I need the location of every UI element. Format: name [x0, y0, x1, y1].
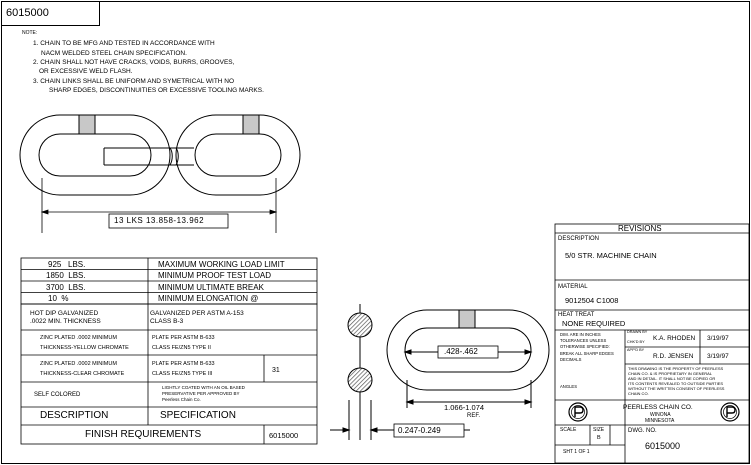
load-value: 3700 LBS.	[46, 283, 86, 292]
notes-heading: NOTE:	[22, 30, 38, 36]
scale-label: SCALE	[560, 427, 577, 433]
sheet-count: SHT 1 OF 1	[563, 449, 590, 455]
finish-specification: CLASS FE/ZN5 TYPE II	[152, 345, 211, 351]
finish-specification: Peerless Chain Co.	[162, 397, 201, 402]
finish-description: THICKNESS-CLEAR CHROMATE	[40, 371, 125, 377]
finish-description: SELF COLORED	[34, 392, 81, 398]
finish-specification: GALVANIZED PER ASTM A-153	[150, 310, 244, 317]
company-logo	[568, 402, 740, 422]
material-label: MATERIAL	[558, 284, 588, 290]
load-label: MINIMUM ULTIMATE BREAK	[158, 283, 264, 292]
length-dimension-box	[108, 213, 229, 229]
checked-by-label: CHK'D BY	[627, 340, 645, 344]
note-line: OR EXCESSIVE WELD FLASH.	[39, 68, 133, 75]
approved-date: 3/19/97	[707, 353, 729, 360]
edges-note: DECIMALS	[560, 357, 582, 362]
single-link-view	[386, 309, 550, 408]
col-description-header: DESCRIPTION	[40, 410, 109, 421]
note-line: 2. CHAIN SHALL NOT HAVE CRACKS, VOIDS, B…	[33, 59, 235, 66]
finish-specification: LIGHTLY COATED WITH AN OIL BASED	[162, 385, 245, 390]
heat-treat-value: NONE REQUIRED	[562, 319, 626, 328]
finish-code: 31	[272, 367, 280, 374]
tolerance-note: OTHERWISE SPECIFIED:	[560, 344, 610, 349]
finish-description: HOT DIP GALVANIZED	[30, 310, 99, 317]
company-name: PEERLESS CHAIN CO.	[623, 404, 693, 411]
connecting-link-middle	[103, 147, 194, 166]
dwg-no-label: DWG. NO.	[628, 428, 657, 434]
drawn-by-name: K.A. RHODEN	[653, 335, 696, 342]
chain-link-left	[19, 114, 171, 196]
approved-by-label: APP'D BY	[627, 348, 645, 352]
proprietary-note: THIS DRAWING IS THE PROPERTY OF PEERLESS	[628, 366, 724, 371]
finish-description: THICKNESS-YELLOW CHROMATE	[40, 345, 129, 351]
angles-label: ANGLES	[560, 384, 577, 389]
drawing-number-header: 6015000	[6, 7, 49, 19]
load-value: 1850 LBS.	[46, 271, 86, 280]
chain-link-right	[175, 114, 301, 196]
size-value: B	[597, 435, 601, 441]
proprietary-note: ITS CONTENTS REVEALED TO OUTSIDE PARTIES	[628, 381, 724, 386]
load-label: MAXIMUM WORKING LOAD LIMIT	[158, 260, 285, 269]
revisions-header: REVISIONS	[618, 224, 662, 233]
col-specification-header: SPECIFICATION	[160, 410, 236, 421]
outside-width-label: 1.066-1.074	[444, 403, 485, 412]
finish-description: ZINC PLATED .0002 MINIMUM	[40, 335, 117, 341]
part-description: 5/0 STR. MACHINE CHAIN	[565, 251, 657, 260]
note-line: SHARP EDGES, DISCONTINUITIES OR EXCESSIV…	[49, 87, 264, 94]
drawn-date: 3/19/97	[707, 335, 729, 342]
approved-by-name: R.D. JENSEN	[653, 353, 694, 360]
description-label: DESCRIPTION	[558, 236, 600, 242]
drawn-by-label: DRAWN BY	[627, 330, 648, 334]
heat-treat-label: HEAT TREAT	[558, 312, 595, 318]
edges-note: BREAK ALL SHARP EDGES	[560, 351, 614, 356]
load-value: 10 %	[48, 294, 69, 303]
tolerance-note: DIM. ARE IN INCHES	[560, 332, 601, 337]
finish-table-lines	[20, 303, 318, 445]
finish-specification: PLATE PER ASTM B-633	[152, 335, 215, 341]
load-label: MINIMUM PROOF TEST LOAD	[158, 271, 272, 280]
inside-width-label: .428-.462	[444, 347, 478, 356]
proprietary-note: AND IN DETAIL. IT SHALL NOT BE COPIED OR	[628, 376, 716, 381]
note-line: NACM WELDED STEEL CHAIN SPECIFICATION.	[41, 50, 187, 57]
finish-specification: CLASS B-3	[150, 318, 184, 325]
load-value: 925 LBS.	[48, 260, 86, 269]
company-state: MINNESOTA	[645, 418, 675, 424]
finish-specification: PRESERVATIVE PER APPROVED BY	[162, 391, 240, 396]
proprietary-note: WITHOUT THE WRITTEN CONSENT OF PEERLESS	[628, 386, 725, 391]
note-line: 1. CHAIN TO BE MFG AND TESTED IN ACCORDA…	[33, 40, 215, 47]
proprietary-note: CHAIN CO. & IS PROPRIETARY IN GENERAL	[628, 371, 713, 376]
drawing-number-box	[1, 1, 100, 26]
title-block-lines	[554, 223, 750, 464]
finish-requirements-number: 6015000	[269, 431, 299, 440]
ref-label: REF.	[467, 413, 481, 419]
tolerance-note: TOLERANCES UNLESS	[560, 338, 607, 343]
dwg-no-value: 6015000	[645, 441, 681, 451]
load-label: MINIMUM ELONGATION @	[158, 294, 259, 303]
finish-specification: CLASS FE/ZN5 TYPE III	[152, 371, 213, 377]
finish-description: .0022 MIN. THICKNESS	[30, 318, 101, 325]
finish-requirements-title: FINISH REQUIREMENTS	[85, 429, 202, 440]
inside-width-box	[437, 345, 499, 359]
finish-specification: PLATE PER ASTM B-633	[152, 361, 215, 367]
wire-diameter-label: 0.247-0.249	[398, 426, 441, 435]
length-dimension-label: 13 LKS 13.858-13.962	[114, 216, 205, 225]
proprietary-note: CHAIN CO.	[628, 391, 649, 396]
length-dimension	[40, 178, 278, 233]
wire-cross-section	[330, 304, 470, 440]
size-label: SIZE	[593, 427, 605, 433]
company-city: WINONA	[650, 412, 671, 418]
finish-description: ZINC PLATED .0002 MINIMUM	[40, 361, 117, 367]
wire-dimension-box	[393, 423, 465, 438]
material-value: 9012504 C1008	[565, 296, 619, 305]
note-line: 3. CHAIN LINKS SHALL BE UNIFORM AND SYME…	[33, 78, 235, 85]
